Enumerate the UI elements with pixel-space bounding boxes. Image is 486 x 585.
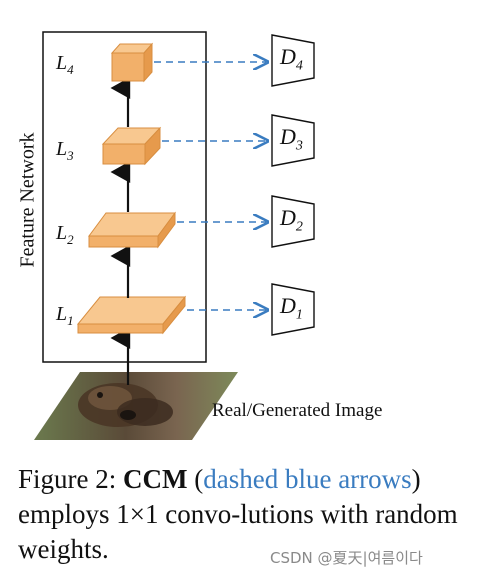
layer-block-1 [76,295,187,335]
layer-label-1: L1 [56,303,74,328]
caption-prefix: Figure 2: [18,464,123,494]
layer-block-3 [101,126,162,166]
feature-network-box [42,31,207,363]
caption-paren: ( [187,464,204,494]
discriminator-label-3: D3 [280,124,303,154]
figure-caption: Figure 2: CCM (dashed blue arrows) emplo… [18,462,478,567]
input-image-label: Real/Generated Image [212,400,383,421]
feature-network-label: Feature Network [16,132,39,268]
caption-blue-text: dashed blue arrows [203,464,412,494]
discriminator-shape-3 [271,114,315,167]
layer-block-4 [110,42,154,83]
layer-label-2: L2 [56,222,74,247]
discriminator-shape-1 [271,283,315,336]
discriminator-label-4: D4 [280,44,303,74]
caption-bold: CCM [123,464,188,494]
watermark: CSDN @夏天|여름이다 [270,547,423,568]
layer-label-4: L4 [56,52,74,77]
caption-rest: ) employs 1×1 convo-lutions with random … [18,464,458,564]
layer-block-2 [88,211,176,249]
layer-label-3: L3 [56,138,74,163]
discriminator-shape-2 [271,195,315,248]
discriminator-label-1: D1 [280,293,303,323]
input-image [34,372,238,440]
discriminator-shape-4 [271,34,315,87]
discriminator-label-2: D2 [280,205,303,235]
